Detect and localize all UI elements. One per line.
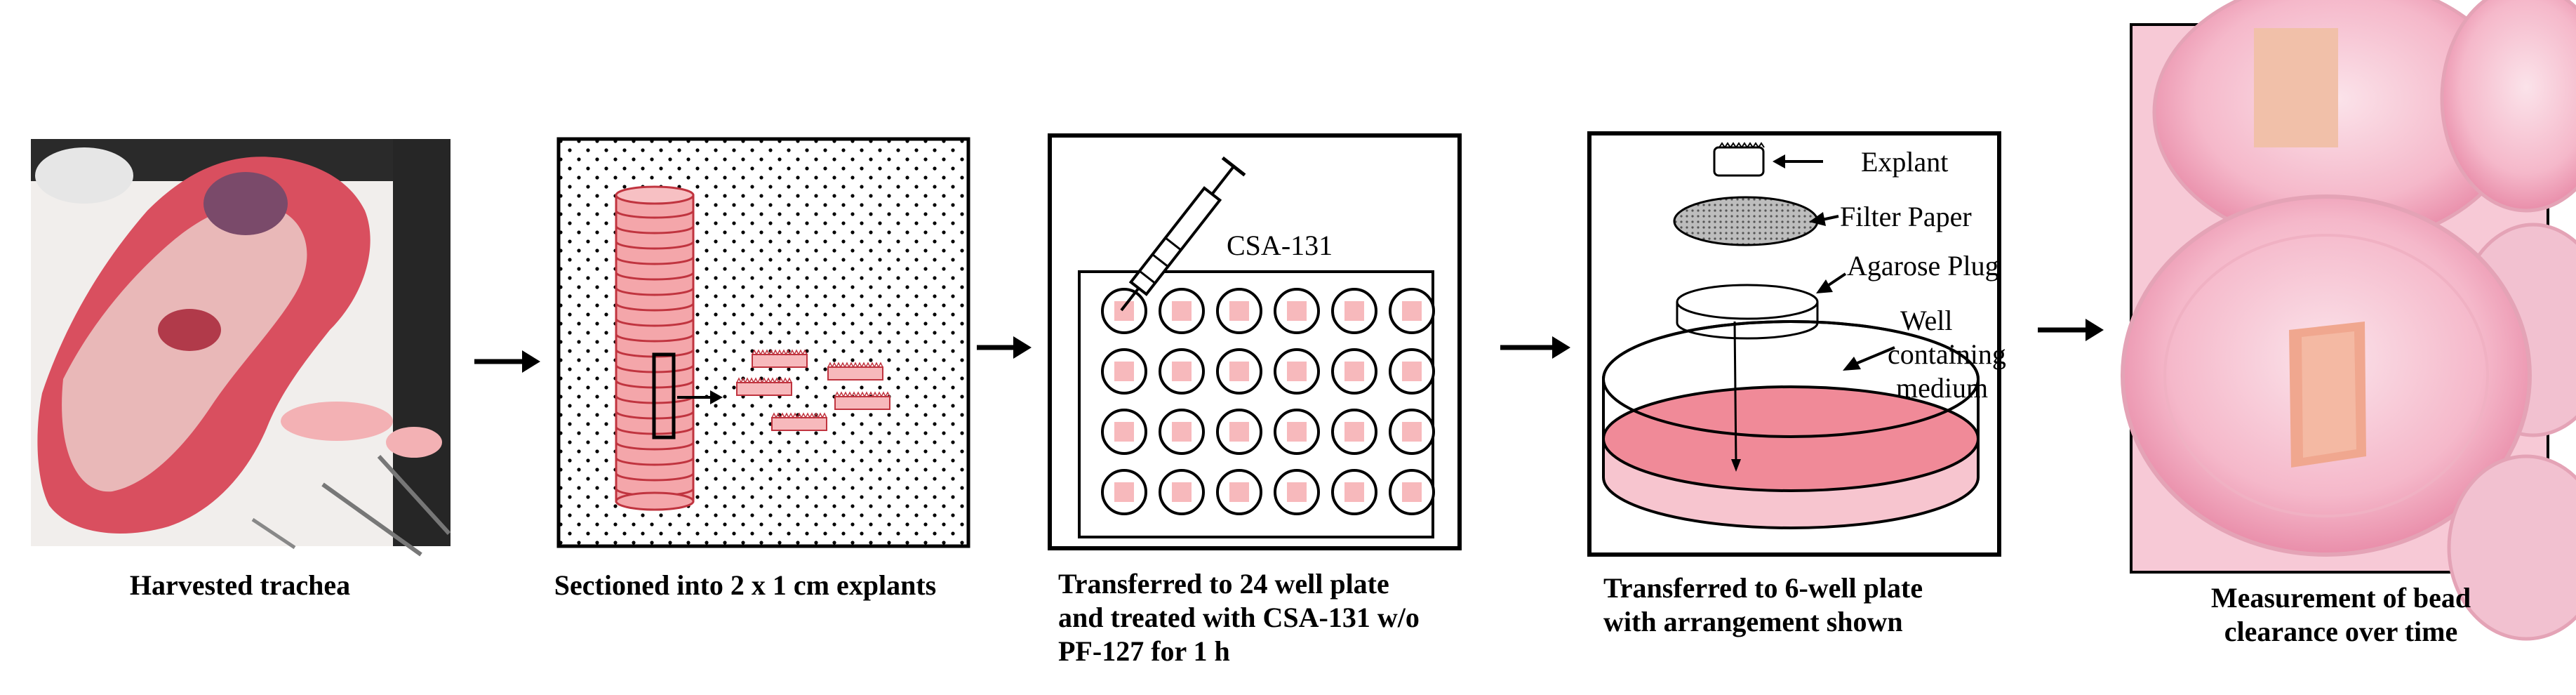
well-explant — [1402, 422, 1422, 442]
explant-piece — [752, 354, 808, 368]
trachea-ring — [615, 303, 695, 312]
caption-step-4-line-2: with arrangement shown — [1603, 606, 1903, 637]
caption-step-3-line-2: and treated with CSA-131 w/o — [1058, 602, 1420, 633]
trachea-ring — [615, 256, 695, 265]
trachea-tube — [615, 194, 695, 503]
arrow-right-icon — [2038, 319, 2104, 341]
well-explant — [1402, 301, 1422, 321]
explant-piece-edge — [736, 377, 792, 384]
trachea-ring — [615, 472, 695, 482]
well-label-line-3: medium — [1896, 372, 1988, 404]
trachea-photo — [31, 139, 451, 557]
bead-clearance-photo — [2121, 0, 2576, 641]
explant-piece — [827, 366, 883, 380]
caption-step-5-line-2: clearance over time — [2224, 616, 2457, 647]
caption-step-3-line-3: PF-127 for 1 h — [1058, 635, 1230, 667]
trachea-ring — [615, 225, 695, 234]
trachea-ring — [615, 241, 695, 250]
well-explant — [1172, 422, 1192, 442]
filter-paper-label: Filter Paper — [1840, 201, 1972, 232]
well-explant — [1229, 362, 1249, 381]
syringe-icon — [1120, 156, 1246, 312]
well-label-line-2: containing — [1888, 338, 2006, 370]
explant-piece-edge — [834, 391, 890, 398]
trachea-ring — [615, 333, 695, 343]
caption-step-4-line-1: Transferred to 6-well plate — [1603, 572, 1923, 604]
caption-step-5-line-1: Measurement of bead — [2211, 582, 2471, 614]
well-explant — [1344, 301, 1364, 321]
agarose-plug-label: Agarose Plug — [1847, 250, 1999, 282]
caption-step-3-line-1: Transferred to 24 well plate — [1058, 568, 1389, 600]
well-explant — [1172, 362, 1192, 381]
explant-icon — [1713, 146, 1765, 177]
trachea-ring — [615, 318, 695, 327]
well-explant — [1344, 482, 1364, 502]
trachea-ring — [615, 272, 695, 281]
arrow-right-icon — [1500, 336, 1570, 359]
explant-piece — [834, 396, 890, 410]
well-plate-panel: CSA-131 — [1048, 133, 1462, 550]
sectioning-panel — [556, 137, 970, 548]
well-explant — [1402, 482, 1422, 502]
well-explant — [1287, 422, 1307, 442]
well-explant — [1287, 482, 1307, 502]
explant-piece — [736, 382, 792, 396]
well-explant — [1229, 482, 1249, 502]
trachea-ring — [615, 442, 695, 451]
caption-step-1: Harvested trachea — [130, 569, 350, 601]
cut-region — [652, 352, 676, 439]
well-explant — [1287, 301, 1307, 321]
well-explant — [1344, 422, 1364, 442]
explant-piece — [771, 417, 827, 431]
well-explant — [1287, 362, 1307, 381]
well-explant — [1402, 362, 1422, 381]
arrow-right-icon — [977, 336, 1032, 359]
well-explant — [1172, 482, 1192, 502]
explant-pieces — [736, 349, 890, 431]
well-explant — [1114, 301, 1134, 321]
well-explant — [1114, 422, 1134, 442]
arrangement-panel: Explant Filter Paper Agarose Plug Well c… — [1587, 131, 2006, 557]
well-explant — [1229, 301, 1249, 321]
explant-piece-edge — [771, 412, 827, 419]
well-explant — [1114, 482, 1134, 502]
explant-piece-edge — [827, 362, 883, 369]
well-explant — [1114, 362, 1134, 381]
arrow-right-icon — [474, 350, 540, 373]
well-6-icon — [1602, 320, 1980, 438]
compound-label: CSA-131 — [1227, 230, 1333, 261]
explant-tissue-upper — [2254, 28, 2338, 147]
trachea-ring — [615, 287, 695, 296]
well-explant — [1344, 362, 1364, 381]
filter-paper-icon — [1673, 196, 1819, 246]
caption-step-2: Sectioned into 2 x 1 cm explants — [554, 569, 936, 601]
explant-piece-edge — [752, 349, 808, 356]
well-explant — [1172, 301, 1192, 321]
well-label-line-1: Well — [1900, 305, 1953, 336]
well-explant — [1229, 422, 1249, 442]
trachea-ring — [615, 210, 695, 219]
explant-label: Explant — [1861, 146, 1948, 178]
trachea-ring — [615, 457, 695, 466]
